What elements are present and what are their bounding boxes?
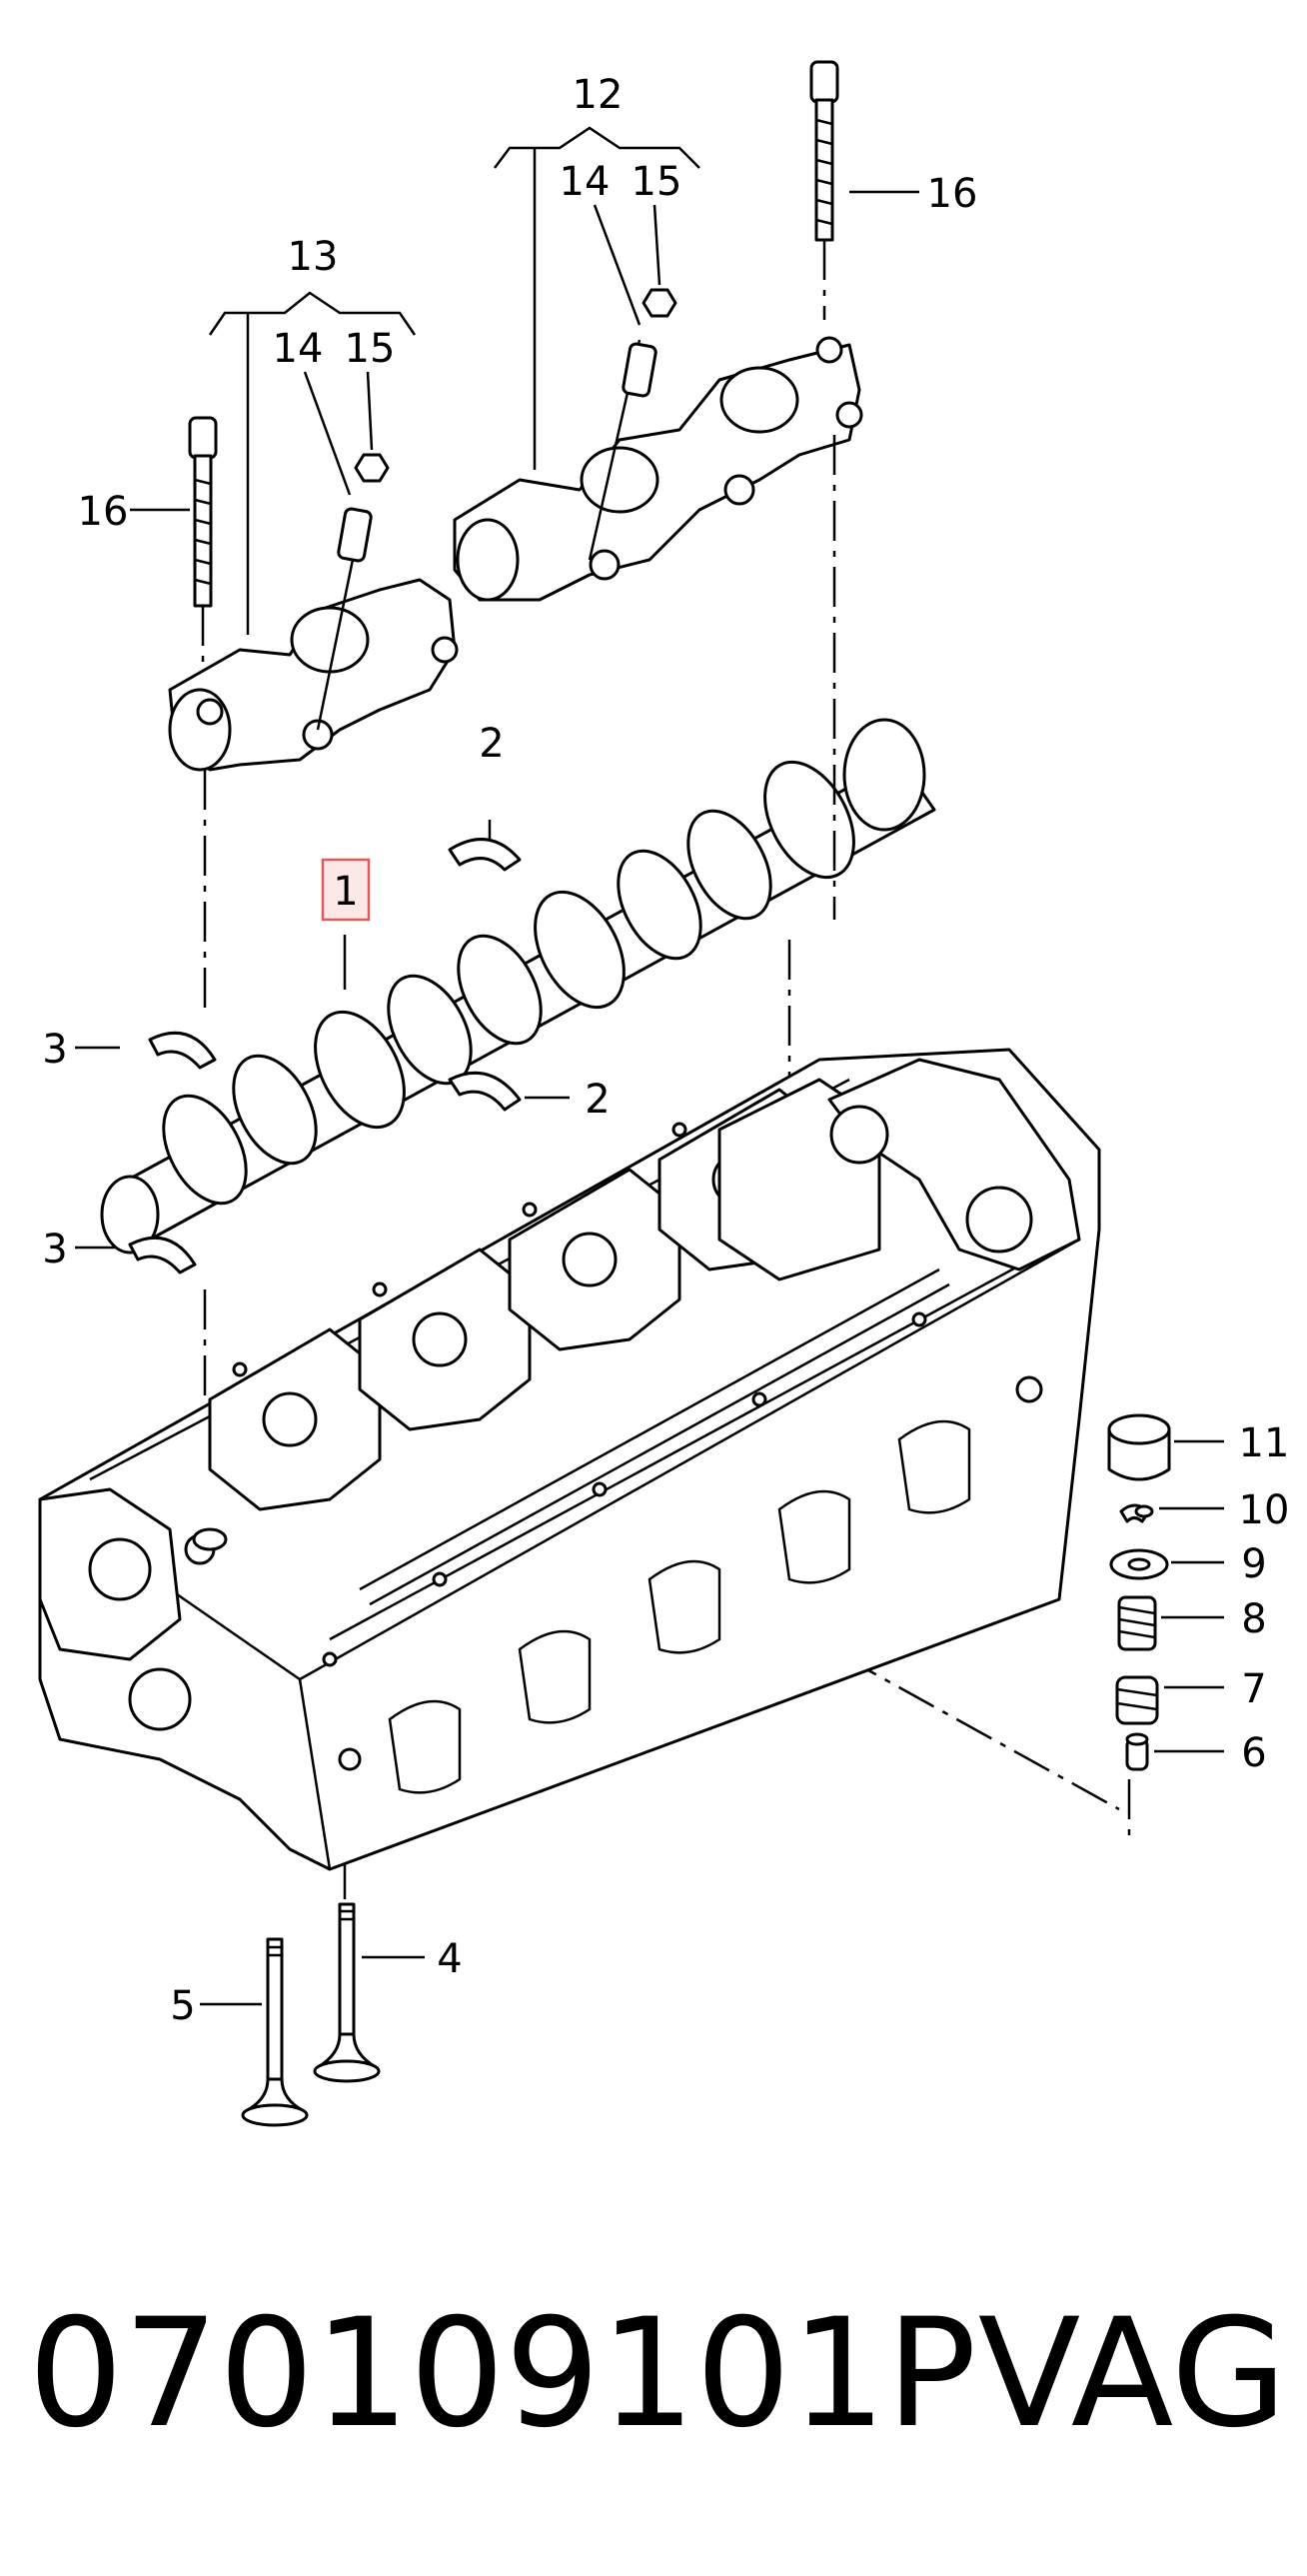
bearing-shell-2-upper bbox=[448, 838, 522, 872]
leader-15a bbox=[653, 204, 661, 286]
adjuster-screw-rear bbox=[622, 288, 677, 398]
callout-12: 12 bbox=[573, 72, 624, 118]
part-number: 070109101P bbox=[28, 2287, 977, 2461]
valve-4 bbox=[313, 1902, 381, 2083]
bolt-left bbox=[188, 416, 218, 690]
camshaft bbox=[100, 718, 936, 1255]
hydraulic-tappet-11 bbox=[1107, 1413, 1171, 1481]
spring-retainer-9 bbox=[1109, 1548, 1169, 1580]
bearing-shell-3-lower bbox=[128, 1236, 197, 1275]
callout-2-lower: 2 bbox=[585, 1077, 610, 1123]
valve-5 bbox=[241, 1937, 309, 2127]
cylinder-head bbox=[38, 1048, 1101, 1871]
leader-15b bbox=[366, 371, 374, 451]
callout-9: 9 bbox=[1241, 1541, 1266, 1587]
valve-stem-seal-6 bbox=[1125, 1732, 1149, 1771]
callout-1: 1 bbox=[333, 869, 358, 915]
bracket-13 bbox=[208, 291, 417, 635]
callout-15-rear: 15 bbox=[632, 159, 682, 205]
callout-5: 5 bbox=[170, 1983, 195, 2029]
callout-10: 10 bbox=[1239, 1487, 1290, 1533]
brand-name: VAG bbox=[977, 2287, 1287, 2461]
rocker-carrier-rear bbox=[453, 336, 863, 602]
callout-11: 11 bbox=[1239, 1420, 1290, 1466]
bearing-shell-3-upper bbox=[148, 1031, 217, 1070]
valve-spring-8 bbox=[1117, 1595, 1157, 1651]
callout-1-highlight bbox=[321, 858, 371, 922]
leader-14b bbox=[303, 371, 352, 496]
callout-16-front: 16 bbox=[78, 489, 129, 535]
callout-14-rear: 14 bbox=[560, 159, 611, 205]
callout-2-upper: 2 bbox=[479, 721, 504, 767]
bearing-shell-2-lower bbox=[448, 1071, 522, 1112]
callout-8: 8 bbox=[1241, 1596, 1266, 1642]
callout-13: 13 bbox=[288, 234, 339, 280]
adjuster-screw-front bbox=[337, 453, 390, 563]
callout-16-rear: 16 bbox=[927, 171, 978, 217]
callout-3-lower: 3 bbox=[42, 1227, 67, 1273]
valve-spring-7 bbox=[1115, 1675, 1159, 1725]
bracket-12 bbox=[494, 126, 700, 470]
caption: 070109101P VAG bbox=[28, 2289, 1287, 2459]
callout-6: 6 bbox=[1241, 1730, 1266, 1776]
bolt-right bbox=[809, 60, 839, 320]
valve-cotters-10 bbox=[1119, 1503, 1154, 1523]
callout-15-front: 15 bbox=[345, 326, 396, 372]
callout-4: 4 bbox=[437, 1936, 462, 1982]
callout-14-front: 14 bbox=[273, 326, 324, 372]
callout-3-upper: 3 bbox=[42, 1027, 67, 1073]
callout-7: 7 bbox=[1241, 1666, 1266, 1712]
rocker-carrier-front bbox=[168, 549, 459, 772]
leader-14a bbox=[593, 204, 642, 326]
